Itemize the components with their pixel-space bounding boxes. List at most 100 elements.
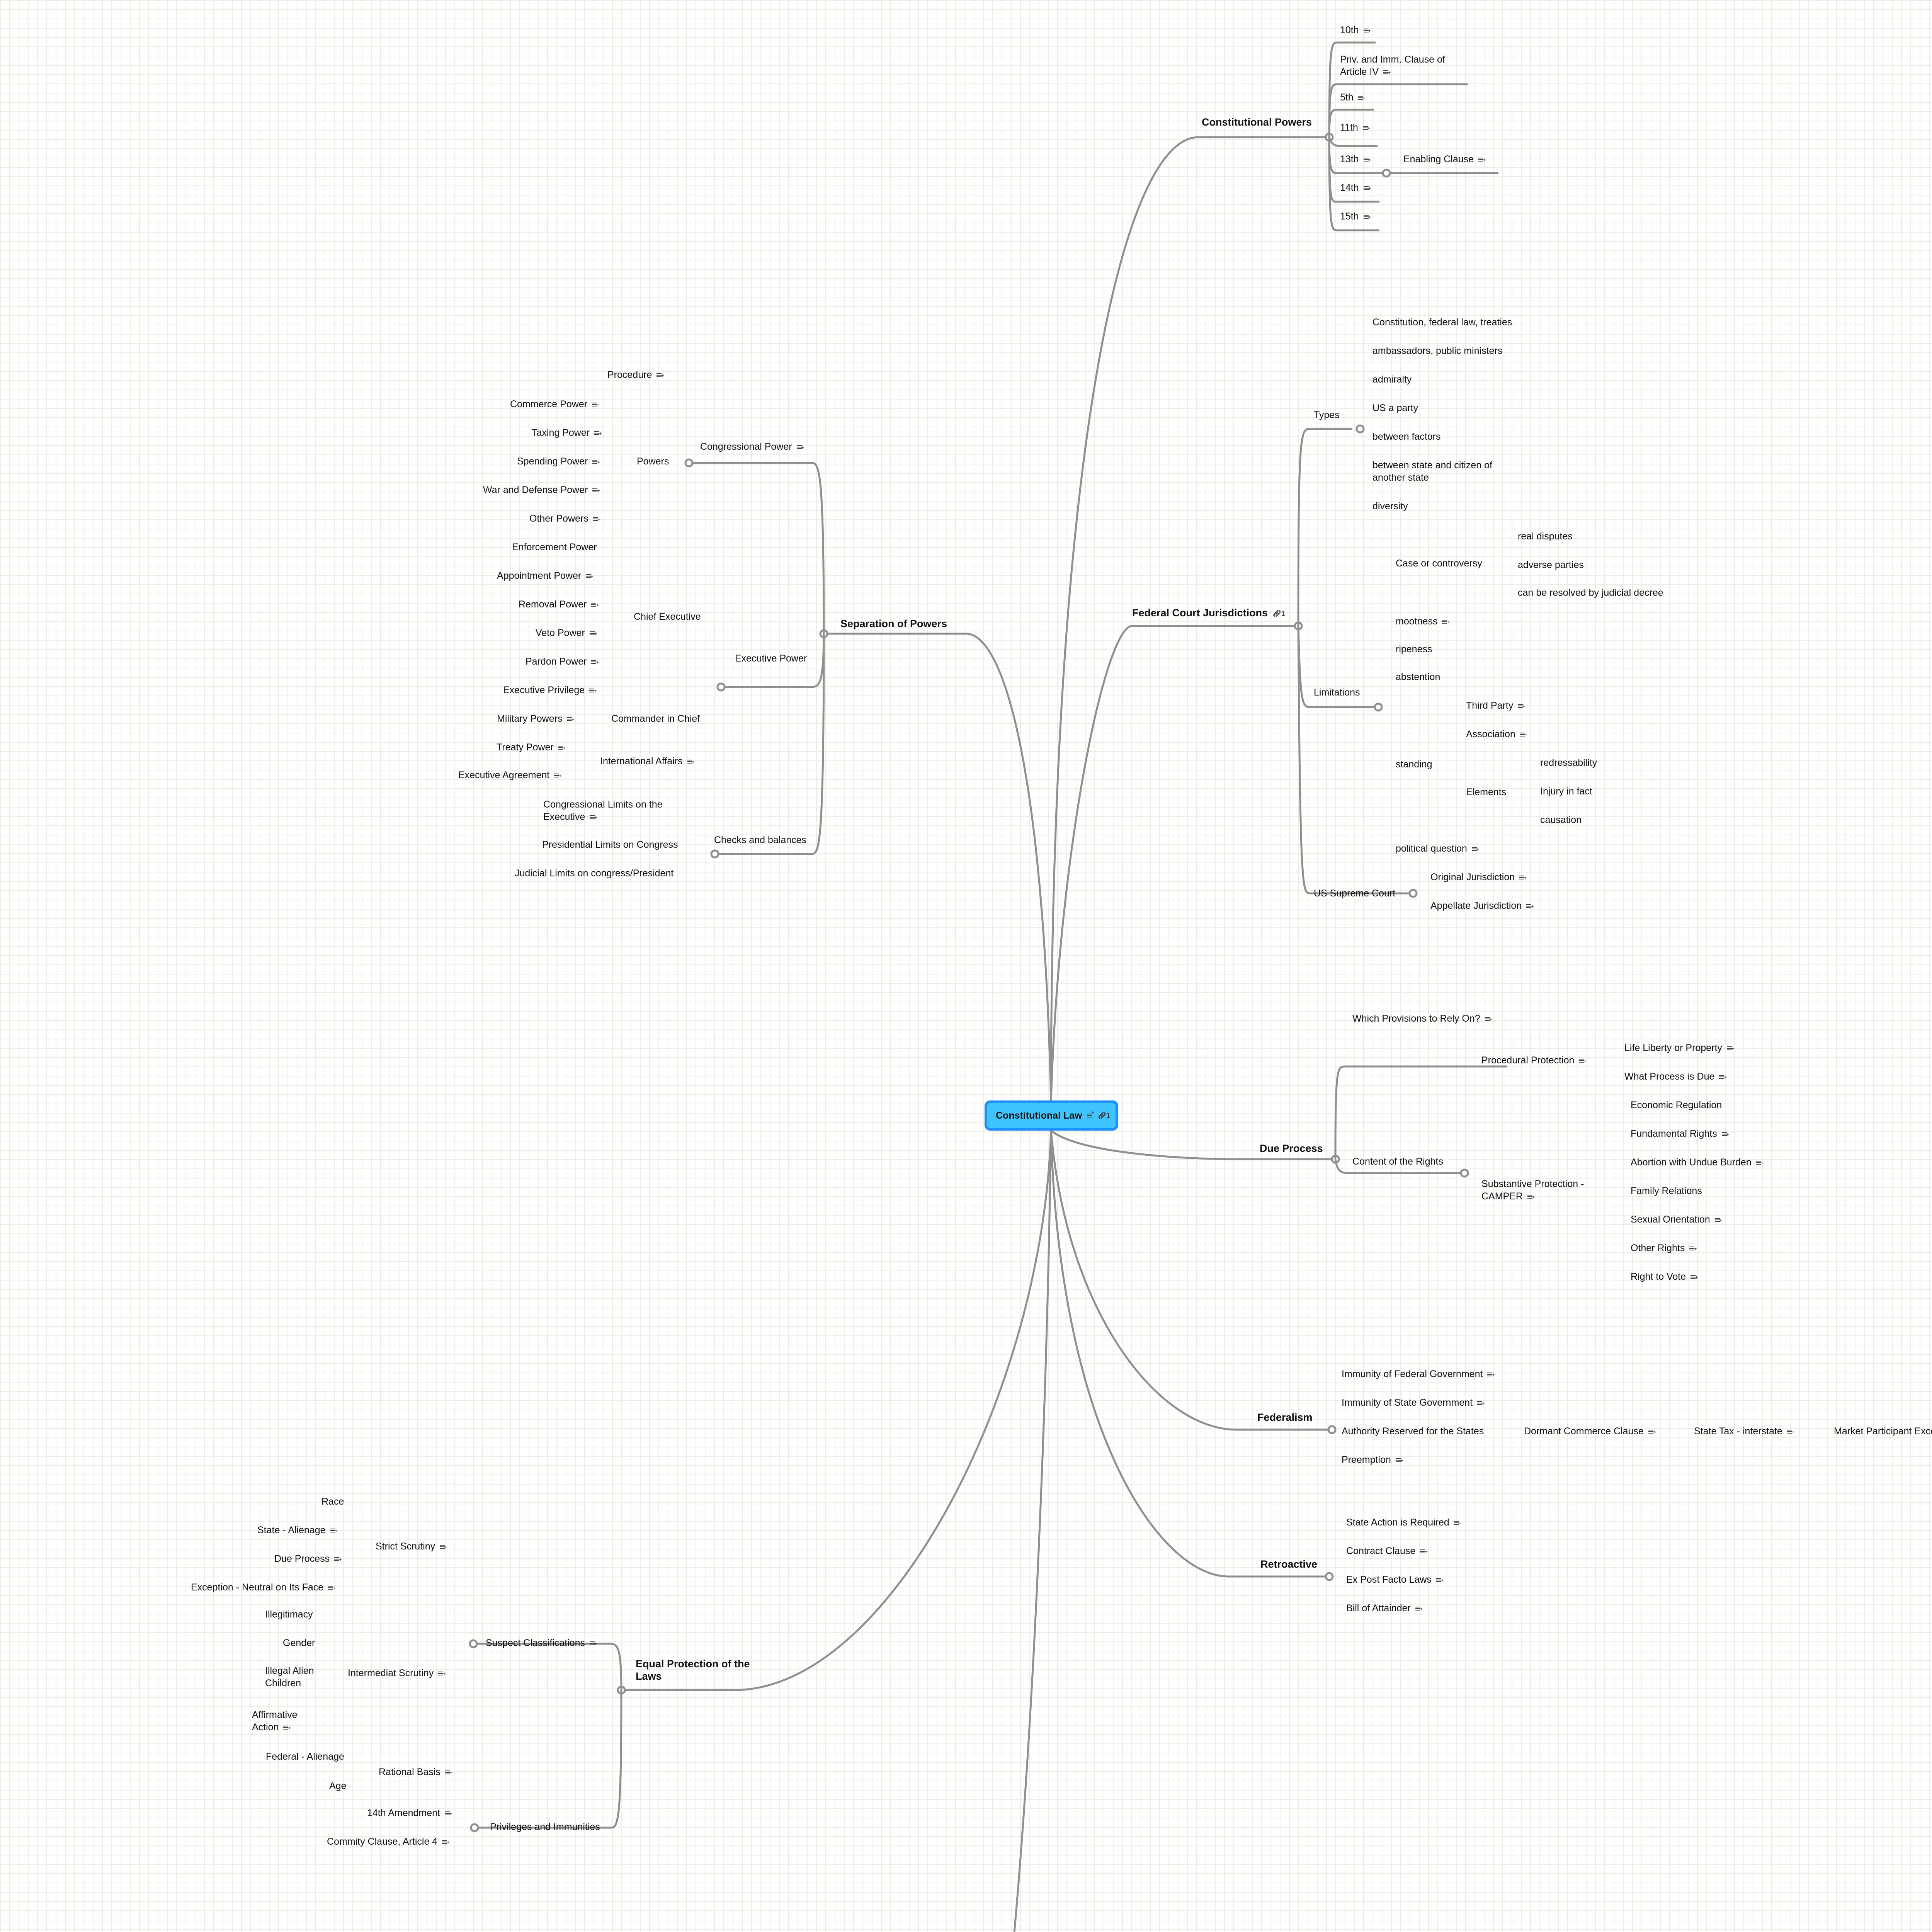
link-icon[interactable]: 🔗︎1 <box>1272 609 1285 617</box>
ep-item[interactable]: Race <box>321 1496 344 1507</box>
note-icon[interactable] <box>589 628 597 640</box>
node-chief-executive[interactable]: Chief Executive <box>634 611 701 622</box>
note-icon[interactable] <box>1395 1454 1403 1467</box>
node-elements[interactable]: Elements <box>1466 787 1507 798</box>
dp-item[interactable]: Economic Regulation <box>1631 1100 1722 1111</box>
note-icon[interactable] <box>1471 843 1479 855</box>
dp-item[interactable]: Family Relations <box>1631 1185 1702 1196</box>
exec-item[interactable]: Appointment Power <box>497 570 593 583</box>
exec-item[interactable]: Military Powers <box>497 713 574 726</box>
node-mootness[interactable]: mootness <box>1396 615 1449 628</box>
node-14th[interactable]: 14th <box>1340 182 1371 195</box>
fed-chain-item[interactable]: Market Participant Exception <box>1834 1426 1932 1437</box>
branch-equal-protection[interactable]: Equal Protection of the Laws <box>636 1658 750 1682</box>
note-icon[interactable] <box>442 1836 449 1849</box>
note-icon[interactable] <box>592 456 600 468</box>
note-icon[interactable] <box>1520 729 1527 741</box>
dp-item[interactable]: Fundamental Rights <box>1631 1128 1729 1141</box>
ep-item[interactable]: Commity Clause, Article 4 <box>327 1835 449 1849</box>
note-icon[interactable] <box>590 1638 597 1650</box>
note-icon[interactable] <box>1787 1426 1794 1438</box>
ep-item[interactable]: Illegitimacy <box>265 1609 313 1620</box>
note-icon[interactable] <box>1363 182 1371 195</box>
note-icon[interactable] <box>591 599 599 611</box>
leaf[interactable]: real disputes <box>1518 531 1573 542</box>
note-icon[interactable] <box>1454 1517 1461 1529</box>
note-icon[interactable] <box>330 1525 338 1537</box>
note-icon[interactable] <box>1526 900 1534 913</box>
node-types[interactable]: Types <box>1314 410 1340 420</box>
note-icon[interactable] <box>445 1808 452 1820</box>
note-icon[interactable] <box>567 713 574 726</box>
note-icon[interactable] <box>1442 616 1449 628</box>
fed-item[interactable]: Immunity of State Government <box>1342 1396 1485 1410</box>
note-icon[interactable] <box>1485 1013 1492 1026</box>
note-icon[interactable] <box>1518 700 1525 713</box>
note-icon[interactable] <box>1527 1191 1535 1203</box>
retro-item[interactable]: State Action is Required <box>1346 1516 1461 1529</box>
note-icon[interactable] <box>1087 1110 1094 1118</box>
node-rational-basis[interactable]: Rational Basis <box>379 1766 452 1779</box>
note-icon[interactable] <box>1363 211 1371 223</box>
note-icon[interactable] <box>1363 25 1371 37</box>
node-suspect[interactable]: Suspect Classifications <box>486 1637 597 1650</box>
power-item[interactable]: War and Defense Power <box>483 484 600 497</box>
node-limitations[interactable]: Limitations <box>1314 687 1360 698</box>
exec-item[interactable]: Executive Privilege <box>503 684 597 697</box>
retro-item[interactable]: Ex Post Facto Laws <box>1346 1573 1444 1587</box>
node-abstention[interactable]: abstention <box>1396 672 1440 682</box>
node-strict-scrutiny[interactable]: Strict Scrutiny <box>376 1540 447 1553</box>
branch-due-process[interactable]: Due Process <box>1260 1143 1323 1154</box>
ep-item[interactable]: State - Alienage <box>257 1524 338 1537</box>
node-supreme-court[interactable]: US Supreme Court <box>1314 888 1396 899</box>
power-item[interactable]: Taxing Power <box>532 427 602 440</box>
note-icon[interactable] <box>592 399 599 411</box>
node-11th[interactable]: 11th <box>1340 121 1370 134</box>
node-standing[interactable]: standing <box>1396 759 1432 770</box>
type-item[interactable]: Constitution, federal law, treaties <box>1372 317 1512 328</box>
fed-chain-item[interactable]: Dormant Commerce Clause <box>1524 1425 1656 1438</box>
node-10th[interactable]: 10th <box>1340 24 1371 37</box>
note-icon[interactable] <box>1362 122 1370 134</box>
node-13th[interactable]: 13th <box>1340 153 1371 166</box>
note-icon[interactable] <box>1420 1546 1427 1558</box>
node-substantive[interactable]: Substantive Protection - CAMPER <box>1481 1178 1597 1203</box>
note-icon[interactable] <box>1519 872 1527 884</box>
node-ripeness[interactable]: ripeness <box>1396 644 1432 655</box>
type-item[interactable]: admiralty <box>1372 374 1412 385</box>
checks-item[interactable]: Judicial Limits on congress/President <box>515 868 674 879</box>
dp-item[interactable]: Life Liberty or Property <box>1624 1042 1734 1055</box>
note-icon[interactable] <box>656 369 664 382</box>
exec-item[interactable]: Pardon Power <box>526 655 599 668</box>
note-icon[interactable] <box>1487 1369 1495 1381</box>
leaf[interactable]: adverse parties <box>1518 560 1584 570</box>
checks-item[interactable]: Presidential Limits on Congress <box>542 839 678 850</box>
branch-federalism[interactable]: Federalism <box>1257 1412 1313 1423</box>
note-icon[interactable] <box>593 513 600 526</box>
note-icon[interactable] <box>1436 1574 1444 1587</box>
leaf[interactable]: Injury in fact <box>1540 786 1592 797</box>
node-international-affairs[interactable]: International Affairs <box>600 755 695 768</box>
note-icon[interactable] <box>1689 1243 1697 1255</box>
ep-item[interactable]: Gender <box>283 1638 315 1648</box>
node-procedure[interactable]: Procedure <box>607 369 664 382</box>
note-icon[interactable] <box>594 427 602 440</box>
leaf[interactable]: can be resolved by judicial decree <box>1518 587 1663 598</box>
fed-item[interactable]: Preemption <box>1342 1454 1403 1467</box>
node-original-jurisdiction[interactable]: Original Jurisdiction <box>1430 871 1527 884</box>
ep-item[interactable]: Due Process <box>274 1553 342 1566</box>
node-political-question[interactable]: political question <box>1396 842 1479 855</box>
type-item[interactable]: between state and citizen of another sta… <box>1372 460 1492 483</box>
fed-chain-item[interactable]: State Tax - interstate <box>1694 1425 1794 1438</box>
node-15th[interactable]: 15th <box>1340 210 1371 223</box>
note-icon[interactable] <box>1719 1071 1726 1083</box>
node-case-controversy[interactable]: Case or controversy <box>1396 558 1482 569</box>
intl-item[interactable]: Executive Agreement <box>458 769 561 782</box>
note-icon[interactable] <box>687 756 695 768</box>
node-association[interactable]: Association <box>1466 728 1527 741</box>
node-content-rights[interactable]: Content of the Rights <box>1352 1156 1443 1167</box>
node-executive-power[interactable]: Executive Power <box>735 653 807 664</box>
note-icon[interactable] <box>438 1668 446 1680</box>
root-node[interactable]: Constitutional Law 🔗︎1 <box>985 1100 1118 1131</box>
note-icon[interactable] <box>558 742 566 754</box>
